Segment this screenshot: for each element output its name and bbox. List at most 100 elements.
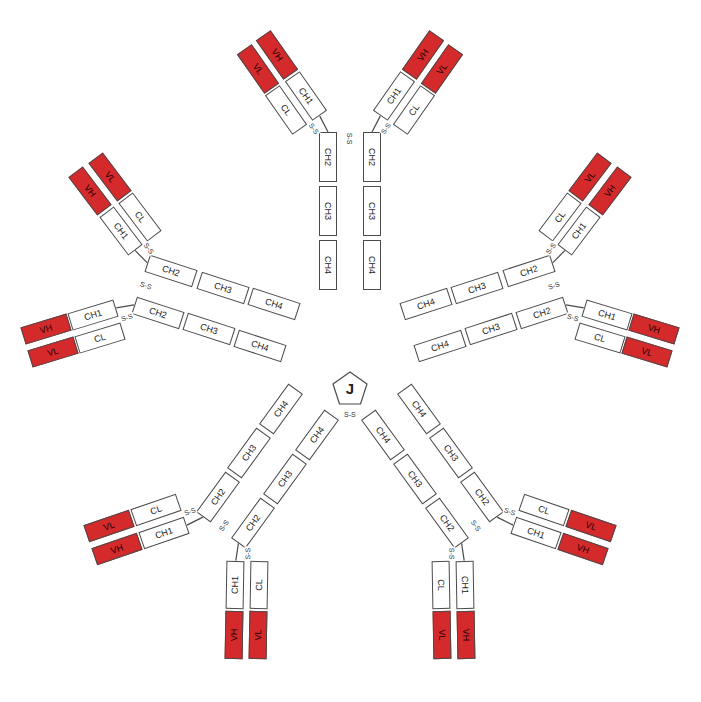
domain-label: CH2 — [161, 264, 181, 278]
disulfide-bond: S-S — [217, 518, 231, 533]
domain-label: VH — [38, 323, 53, 335]
domain-label: CH4 — [324, 256, 333, 274]
constant-domain: CH4 — [399, 288, 452, 321]
constant-domain: CH1 — [455, 560, 474, 608]
constant-domain: CH2 — [425, 497, 469, 548]
domain-label: CL — [593, 332, 607, 344]
domain-label: VL — [641, 346, 654, 358]
constant-domain: CH3 — [429, 428, 473, 479]
domain-label: VL — [583, 170, 597, 184]
domain-label: CH3 — [276, 469, 294, 489]
constant-domain: CH4 — [361, 410, 405, 461]
domain-label: CL — [553, 209, 567, 224]
domain-label: VL — [103, 170, 117, 184]
domain-label: CL — [537, 504, 551, 516]
domain-label: VH — [415, 48, 430, 63]
domain-label: CH4 — [430, 339, 450, 353]
domain-label: CH2 — [473, 487, 491, 507]
constant-domain: CH3 — [263, 453, 307, 504]
constant-domain: CH3 — [363, 186, 381, 236]
disulfide-bond: S-S — [346, 131, 353, 145]
hinge-line — [566, 305, 584, 308]
constant-domain: CH4 — [234, 330, 287, 363]
domain-label: CH3 — [213, 280, 233, 294]
domain-label: CH4 — [410, 400, 428, 420]
constant-domain: CH2 — [319, 132, 337, 182]
hinge-line — [320, 116, 328, 132]
domain-label: CH1 — [154, 526, 174, 540]
domain-label: CH4 — [374, 425, 392, 445]
domain-label: CL — [436, 579, 445, 591]
disulfide-bond: S-S — [142, 241, 156, 256]
j-chain: J — [332, 371, 368, 405]
domain-label: CH3 — [481, 322, 501, 336]
domain-label: CH2 — [324, 148, 333, 166]
disulfide-bond: S-S — [119, 312, 134, 323]
constant-domain: CL — [431, 561, 450, 609]
domain-label: VL — [102, 520, 115, 532]
hinge-line — [116, 305, 134, 308]
domain-label: CH4 — [308, 425, 326, 445]
disulfide-bond: S-S — [546, 280, 561, 291]
domain-label: CL — [94, 332, 108, 344]
constant-domain: CH2 — [131, 296, 184, 329]
disulfide-bond: S-S — [379, 121, 393, 136]
domain-label: CH2 — [368, 148, 377, 166]
constant-domain: CH4 — [319, 240, 337, 290]
domain-label: VH — [270, 48, 285, 63]
domain-label: VH — [230, 628, 239, 641]
constant-domain: CH2 — [502, 255, 555, 288]
hinge-line — [236, 543, 239, 561]
disulfide-bond: S-S — [182, 506, 197, 517]
domain-label: VL — [46, 346, 59, 358]
disulfide-bond: S-S — [566, 312, 581, 323]
constant-domain: CH3 — [227, 428, 271, 479]
domain-label: CH4 — [264, 297, 284, 311]
domain-label: CH3 — [467, 280, 487, 294]
constant-domain: CH3 — [319, 186, 337, 236]
constant-domain: CL — [250, 561, 269, 609]
domain-label: CH3 — [324, 202, 333, 220]
variable-domain: VH — [456, 610, 475, 658]
constant-domain: CH2 — [460, 471, 504, 522]
domain-label: CH4 — [416, 297, 436, 311]
domain-label: CH2 — [532, 306, 552, 320]
disulfide-bond: S-S — [469, 518, 483, 533]
domain-label: VH — [110, 543, 125, 556]
domain-label: CL — [150, 504, 164, 516]
domain-label: CH3 — [442, 443, 460, 463]
chain-label: J — [346, 380, 354, 397]
domain-label: CH3 — [368, 202, 377, 220]
constant-domain: CH3 — [464, 313, 517, 346]
domain-label: CH3 — [199, 322, 219, 336]
domain-label: VL — [251, 62, 265, 76]
domain-label: CH1 — [570, 221, 588, 241]
domain-label: CH1 — [112, 221, 130, 241]
variable-domain: VH — [225, 610, 244, 658]
constant-domain: CH4 — [247, 288, 300, 321]
domain-label: CH1 — [231, 575, 240, 593]
domain-label: VL — [254, 629, 263, 640]
domain-label: VL — [584, 520, 597, 532]
disulfide-bond: S-S — [244, 547, 251, 561]
domain-label: CH2 — [244, 513, 262, 533]
domain-label: VH — [83, 184, 98, 199]
domain-label: CL — [279, 103, 293, 118]
domain-label: CH4 — [250, 339, 270, 353]
domain-label: CH1 — [526, 526, 546, 540]
hinge-line — [462, 543, 465, 561]
pentagon-outline — [333, 372, 367, 404]
constant-domain: CH3 — [183, 313, 236, 346]
domain-label: CH1 — [385, 86, 403, 106]
domain-label: CH3 — [240, 443, 258, 463]
disulfide-bond: S-S — [544, 241, 558, 256]
domain-label: CH1 — [460, 575, 469, 593]
constant-domain: CH2 — [516, 296, 569, 329]
constant-domain: CH4 — [259, 384, 303, 435]
constant-domain: CH2 — [145, 255, 198, 288]
domain-label: VH — [461, 628, 470, 641]
domain-label: CH1 — [83, 308, 103, 322]
constant-domain: CH3 — [393, 453, 437, 504]
disulfide-bond: S-S — [139, 280, 154, 291]
